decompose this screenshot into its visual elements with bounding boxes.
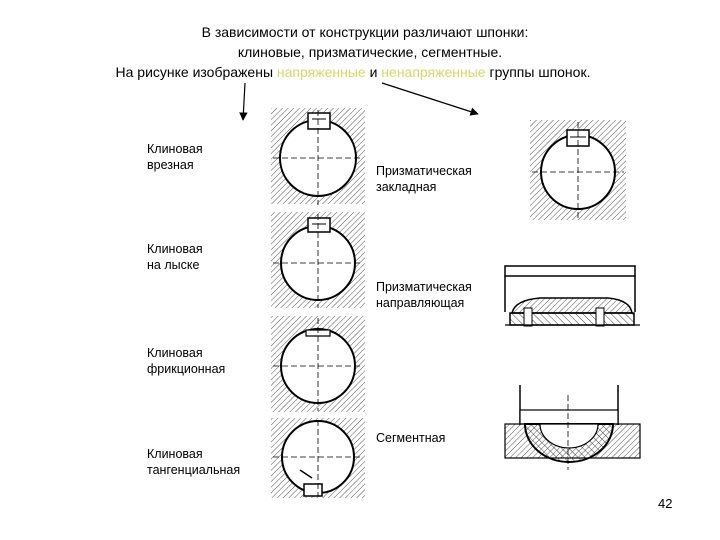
label-wedge-tangential: Клиновая тангенциальная [147, 446, 240, 478]
header-and-word: и [365, 64, 382, 80]
header-line-2: клиновые, призматические, сегментные. [237, 44, 503, 60]
label-prism-guide-line2: направляющая [376, 296, 465, 310]
header-line-1: В зависимости от конструкции различают ш… [201, 24, 529, 40]
label-wedge-friction-line2: фрикционная [147, 362, 226, 376]
label-prism-guide: Призматическая направляющая [376, 279, 472, 311]
label-segment: Сегментная [376, 431, 446, 445]
slide-header: В зависимости от конструкции различают ш… [0, 22, 720, 82]
label-wedge-tangential-line1: Клиновая [147, 447, 203, 461]
stressed-highlight: напряженные [276, 64, 366, 80]
figure-wedge-flat [271, 212, 365, 308]
label-wedge-friction: Клиновая фрикционная [147, 345, 225, 377]
label-wedge-cut: Клиновая врезная [147, 141, 203, 173]
page-number: 42 [658, 496, 673, 511]
label-prism-guide-line1: Призматическая [376, 280, 472, 294]
header-line-3-suffix: группы шпонок. [485, 64, 591, 80]
label-wedge-flat-line2: на лыске [147, 258, 200, 272]
label-prism-inset: Призматическая закладная [376, 163, 472, 195]
label-wedge-tangential-line2: тангенциальная [147, 463, 241, 477]
arrow-unstressed [381, 82, 479, 116]
label-wedge-flat-line1: Клиновая [147, 242, 203, 256]
label-prism-inset-line1: Призматическая [376, 164, 472, 178]
label-wedge-friction-line1: Клиновая [147, 346, 203, 360]
figure-segment [504, 385, 641, 470]
figure-prism-inset [530, 120, 626, 220]
label-wedge-cut-line1: Клиновая [147, 142, 203, 156]
figure-wedge-tangential [271, 418, 365, 498]
arrow-stressed [239, 82, 248, 121]
label-wedge-cut-line2: врезная [147, 158, 194, 172]
header-line-3-prefix: На рисунке изображены [115, 64, 277, 80]
label-wedge-flat: Клиновая на лыске [147, 241, 203, 273]
unstressed-highlight: ненапряженные [381, 64, 486, 80]
figure-prism-guide [504, 265, 640, 327]
header-line-3: На рисунке изображены напряженные и нена… [0, 62, 720, 82]
figure-wedge-cut [271, 108, 365, 205]
label-prism-inset-line2: закладная [376, 180, 437, 194]
figure-wedge-friction [271, 316, 365, 412]
